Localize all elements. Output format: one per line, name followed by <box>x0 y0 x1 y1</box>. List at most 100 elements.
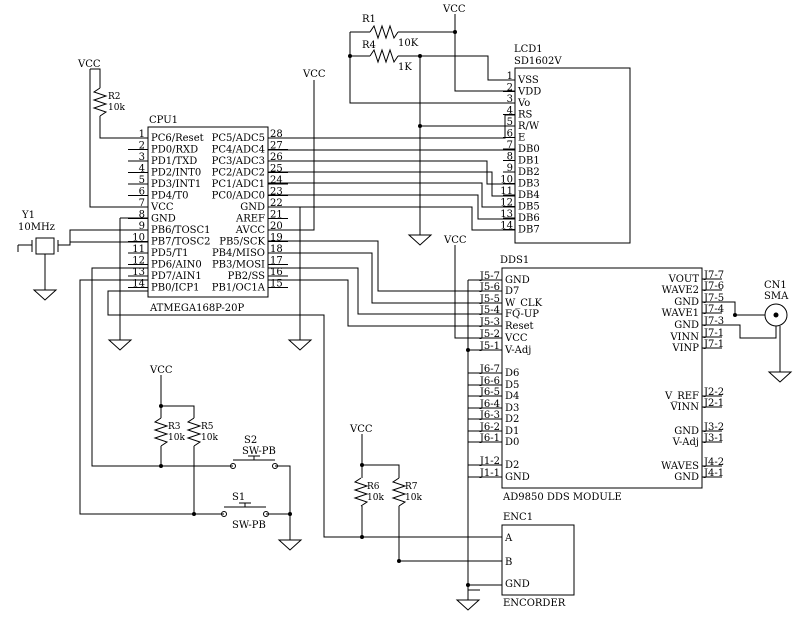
cpu-pin-number: 20 <box>270 221 283 232</box>
cpu-pin-name: PD7/AIN1 <box>151 271 202 282</box>
resistor-r3: R3 10k <box>153 417 185 447</box>
dds-pin-name: GND <box>674 472 699 483</box>
cpu-pin-name: PD5/T1 <box>151 248 189 259</box>
dds-pin-number: J4-2 <box>703 457 724 468</box>
dds-pin-number: J6-4 <box>479 399 500 410</box>
junction-dot <box>466 348 470 352</box>
lcd-pin-number: 12 <box>500 198 513 209</box>
r1-value: 10K <box>398 38 419 49</box>
lcd-pin-number: 7 <box>507 140 513 151</box>
r3-value: 10k <box>168 433 185 443</box>
ground-icon <box>107 339 133 351</box>
wire <box>89 68 148 208</box>
dds-ref: DDS1 <box>500 255 529 266</box>
cpu-pin-number: 19 <box>270 233 283 244</box>
lcd-pin-number: 1 <box>507 71 513 82</box>
dds-pin-number: J6-1 <box>479 433 500 444</box>
resistor-zigzag <box>186 417 202 447</box>
dds-pin-name: WAVE1 <box>662 308 699 319</box>
dds-pin-name: D2 <box>505 460 519 471</box>
junction-dot <box>733 313 737 317</box>
dds-pin-number: J5-7 <box>479 271 500 282</box>
lcd-pin-name: DB4 <box>518 190 540 201</box>
cpu-pin-name: PD4/T0 <box>151 191 189 202</box>
junction-dot <box>192 512 196 516</box>
lcd-pin-name: R/W <box>518 121 540 132</box>
crystal-body <box>35 237 55 255</box>
dds-pin-number: J1-1 <box>479 468 500 479</box>
dds-pin-number: J2-1 <box>703 398 724 409</box>
dds-pin-name: V_REF <box>664 391 699 402</box>
dds-pin-number: J7-1 <box>703 328 724 339</box>
dds-pin-name: Reset <box>505 321 534 332</box>
dds-pin-number: J6-2 <box>479 422 500 433</box>
dds-pin-name: V-Adj <box>672 437 699 448</box>
r2-ref: R2 <box>108 92 121 102</box>
lcd-ref: LCD1 <box>514 44 543 55</box>
lcd-pin-number: 14 <box>500 221 513 232</box>
cpu-pin-number: 3 <box>139 152 145 163</box>
s1-ref: S1 <box>232 492 245 503</box>
sma-connector-cn1: CN1 SMA <box>764 280 789 327</box>
junction-dot <box>418 54 422 58</box>
cpu-pin-number: 28 <box>270 129 283 140</box>
junction-dot <box>360 535 364 539</box>
dds-pin-number: J4-1 <box>703 468 724 479</box>
junction-dot <box>159 464 163 468</box>
dds-pin-number: J5-2 <box>479 329 500 340</box>
lcd-pin-name: DB6 <box>518 213 540 224</box>
lcd-pin-name: VDD <box>517 87 541 98</box>
dds-body <box>501 267 703 489</box>
ground-icon <box>455 599 481 611</box>
cpu-pin-name: PB0/ICP1 <box>151 283 200 294</box>
wire <box>268 80 315 340</box>
wire <box>268 267 480 327</box>
cpu-pin-number: 21 <box>270 210 283 221</box>
wire <box>268 182 515 220</box>
junction-dot <box>397 559 401 563</box>
lcd-body <box>514 67 631 244</box>
cpu-ref: CPU1 <box>149 115 178 126</box>
dds-pin-number: J6-3 <box>479 410 500 421</box>
wire <box>268 160 515 197</box>
vcc-label: VCC <box>149 365 173 376</box>
vcc-label: VCC <box>443 235 467 246</box>
dds-pin-name: GND <box>674 320 699 331</box>
cpu-pin-name: AREF <box>235 214 265 225</box>
dds-pin-number: J7-3 <box>703 316 724 327</box>
dds-pin-name: VINP <box>671 343 699 354</box>
cpu-pin-number: 5 <box>139 175 145 186</box>
encoder-pin-a: A <box>504 533 513 544</box>
dds-pin-number: J7-7 <box>703 270 724 281</box>
r5-value: 10k <box>201 433 218 443</box>
wire <box>119 217 148 340</box>
dds-pin-number: J6-5 <box>479 387 500 398</box>
ground-symbols <box>32 234 793 611</box>
dds-pin-name: D2 <box>505 414 519 425</box>
cpu-pin-name: PB4/MISO <box>212 248 265 259</box>
lcd-pin-number: 13 <box>500 209 513 220</box>
cn1-ref: CN1 <box>764 280 787 291</box>
r4-value: 1K <box>398 62 412 73</box>
cpu-pin-name: PC3/ADC3 <box>212 156 265 167</box>
dds-pin-name: D5 <box>505 380 519 391</box>
lcd-pin-name: E <box>518 133 525 144</box>
r2-value: 10k <box>108 103 125 113</box>
vcc-label: VCC <box>442 4 466 15</box>
dds-pin-name: GND <box>674 426 699 437</box>
lcd-pin-number: 5 <box>507 117 513 128</box>
junction-dot <box>466 583 470 587</box>
r7-value: 10k <box>405 493 422 503</box>
cpu-pin-name: VCC <box>150 202 174 213</box>
cpu-pin-name: PB6/TOSC1 <box>151 225 211 236</box>
dds-pin-number: J5-6 <box>479 282 500 293</box>
wire <box>107 290 502 562</box>
resistor-zigzag <box>391 477 407 507</box>
vcc-symbols: VCC VCC VCC VCC VCC VCC <box>77 4 467 435</box>
ground-icon <box>32 289 58 301</box>
lcd-pin-name: VSS <box>517 75 539 86</box>
cpu-pin-name: PC1/ADC1 <box>212 179 265 190</box>
resistor-zigzag <box>92 87 108 117</box>
r1-ref: R1 <box>362 14 376 25</box>
switch-s2: S2 SW-PB <box>230 435 278 469</box>
